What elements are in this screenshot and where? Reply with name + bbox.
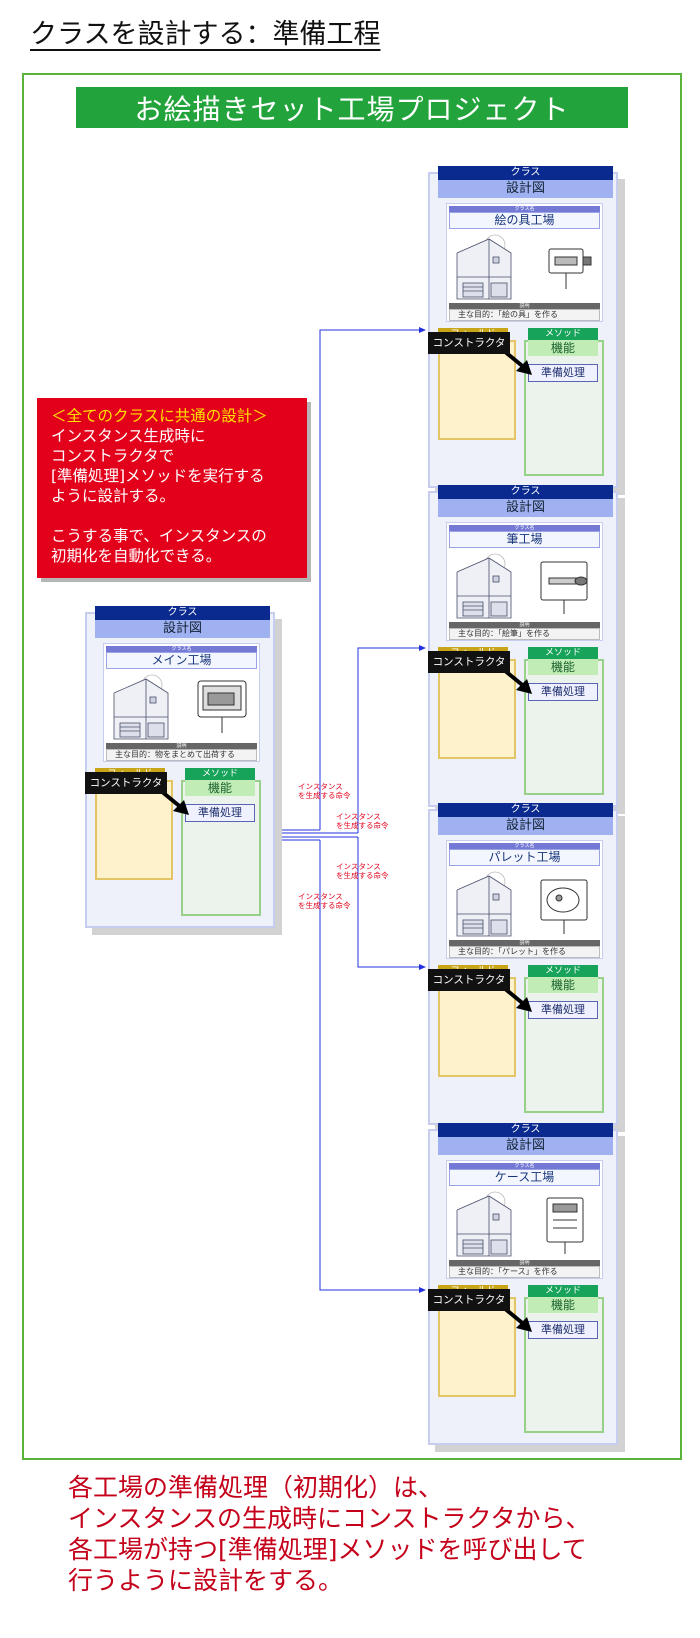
project-frame [22, 73, 682, 1460]
function-label: 機能 [185, 780, 255, 796]
class-card-palette: クラス設計図クラス名パレット工場説明主な目的：「パレット」を作るフィールドメソッ… [428, 803, 624, 1133]
class-name: 筆工場 [449, 531, 600, 548]
constructor-arrow-icon [496, 981, 532, 1012]
prepare-method: 準備処理 [185, 804, 255, 822]
class-name-caption: クラス名 [449, 525, 600, 531]
class-info-panel: クラス名パレット工場説明主な目的：「パレット」を作る [446, 840, 603, 959]
class-name-caption: クラス名 [449, 206, 600, 212]
connector-label: インスタンスを生成する命令 [336, 862, 389, 880]
note-line: こうする事で、インスタンスの [51, 527, 267, 545]
page-title: クラスを設計する：準備工程 [30, 19, 381, 50]
class-info-panel: クラス名メイン工場説明主な目的：物をまとめて出荷する [103, 643, 260, 762]
note-line: 初期化を自動化できる。 [51, 547, 222, 565]
constructor-label: コンストラクタ [428, 651, 510, 673]
note-line: コンストラクタで [51, 447, 175, 465]
class-header: クラス [438, 485, 613, 499]
note-line: ように設計する。 [51, 487, 176, 505]
class-header: クラス [438, 1123, 613, 1137]
field-box [438, 977, 516, 1077]
class-explain: 主な目的：「パレット」を作る [449, 946, 600, 958]
note-line: インスタンス生成時に [51, 427, 206, 445]
field-box [438, 659, 516, 759]
connector-label: インスタンスを生成する命令 [298, 892, 351, 910]
class-name-caption: クラス名 [106, 646, 257, 652]
method-tab: メソッド [528, 1285, 598, 1297]
class-name: ケース工場 [449, 1169, 600, 1186]
function-label: 機能 [528, 1297, 598, 1313]
constructor-arrow-icon [496, 344, 532, 375]
factory-icon [456, 553, 588, 619]
blueprint-label: 設計図 [438, 817, 613, 835]
blueprint-label: 設計図 [438, 1137, 613, 1155]
design-note: ＜全てのクラスに共通の設計＞ インスタンス生成時に コンストラクタで [準備処理… [37, 398, 307, 578]
method-box [524, 977, 604, 1113]
function-label: 機能 [528, 340, 598, 356]
class-name-caption: クラス名 [449, 1163, 600, 1169]
function-label: 機能 [528, 977, 598, 993]
conclusion-text: 各工場の準備処理（初期化）は、 インスタンスの生成時にコンストラクタから、 各工… [68, 1473, 591, 1595]
class-name: 絵の具工場 [449, 212, 600, 229]
explain-caption: 説明 [449, 1260, 600, 1266]
class-explain: 主な目的：「絵筆」を作る [449, 628, 600, 640]
class-explain: 主な目的：物をまとめて出荷する [106, 749, 257, 761]
function-label: 機能 [528, 659, 598, 675]
constructor-arrow-icon [496, 1301, 532, 1332]
prepare-method: 準備処理 [528, 683, 598, 701]
explain-caption: 説明 [449, 303, 600, 309]
explain-caption: 説明 [449, 940, 600, 946]
explain-caption: 説明 [106, 743, 257, 749]
method-box [524, 1297, 604, 1433]
blueprint-label: 設計図 [438, 499, 613, 517]
class-name: パレット工場 [449, 849, 600, 866]
connector-label: インスタンスを生成する命令 [336, 812, 389, 830]
method-tab: メソッド [528, 965, 598, 977]
field-box [95, 780, 173, 880]
class-card-paint: クラス設計図クラス名絵の具工場説明主な目的：「絵の具」を作るフィールドメソッド機… [428, 166, 624, 496]
factory-icon [456, 871, 588, 937]
class-card-main: クラス設計図クラス名メイン工場説明主な目的：物をまとめて出荷するフィールドメソッ… [85, 606, 281, 936]
constructor-arrow-icon [153, 784, 189, 815]
constructor-label: コンストラクタ [85, 772, 167, 794]
factory-icon [456, 1191, 584, 1257]
constructor-label: コンストラクタ [428, 969, 510, 991]
method-box [524, 340, 604, 476]
class-info-panel: クラス名筆工場説明主な目的：「絵筆」を作る [446, 522, 603, 641]
explain-caption: 説明 [449, 622, 600, 628]
class-explain: 主な目的：「絵の具」を作る [449, 309, 600, 321]
constructor-label: コンストラクタ [428, 1289, 510, 1311]
factory-icon [456, 234, 592, 300]
connector-label: インスタンスを生成する命令 [298, 782, 351, 800]
method-tab: メソッド [528, 328, 598, 340]
class-explain: 主な目的：「ケース」を作る [449, 1266, 600, 1278]
blueprint-label: 設計図 [438, 180, 613, 198]
note-heading: ＜全てのクラスに共通の設計＞ [51, 407, 268, 425]
prepare-method: 準備処理 [528, 1001, 598, 1019]
class-name: メイン工場 [106, 652, 257, 669]
factory-icon [113, 674, 247, 740]
method-tab: メソッド [528, 647, 598, 659]
blueprint-label: 設計図 [95, 620, 270, 638]
class-header: クラス [438, 803, 613, 817]
project-banner: お絵描きセット工場プロジェクト [76, 87, 628, 128]
note-line: [準備処理]メソッドを実行する [51, 467, 265, 485]
class-card-brush: クラス設計図クラス名筆工場説明主な目的：「絵筆」を作るフィールドメソッド機能準備… [428, 485, 624, 815]
constructor-label: コンストラクタ [428, 332, 510, 354]
class-header: クラス [438, 166, 613, 180]
prepare-method: 準備処理 [528, 364, 598, 382]
constructor-arrow-icon [496, 663, 532, 694]
class-info-panel: クラス名ケース工場説明主な目的：「ケース」を作る [446, 1160, 603, 1279]
method-tab: メソッド [185, 768, 255, 780]
class-card-case: クラス設計図クラス名ケース工場説明主な目的：「ケース」を作るフィールドメソッド機… [428, 1123, 624, 1453]
class-header: クラス [95, 606, 270, 620]
class-name-caption: クラス名 [449, 843, 600, 849]
class-info-panel: クラス名絵の具工場説明主な目的：「絵の具」を作る [446, 203, 603, 322]
